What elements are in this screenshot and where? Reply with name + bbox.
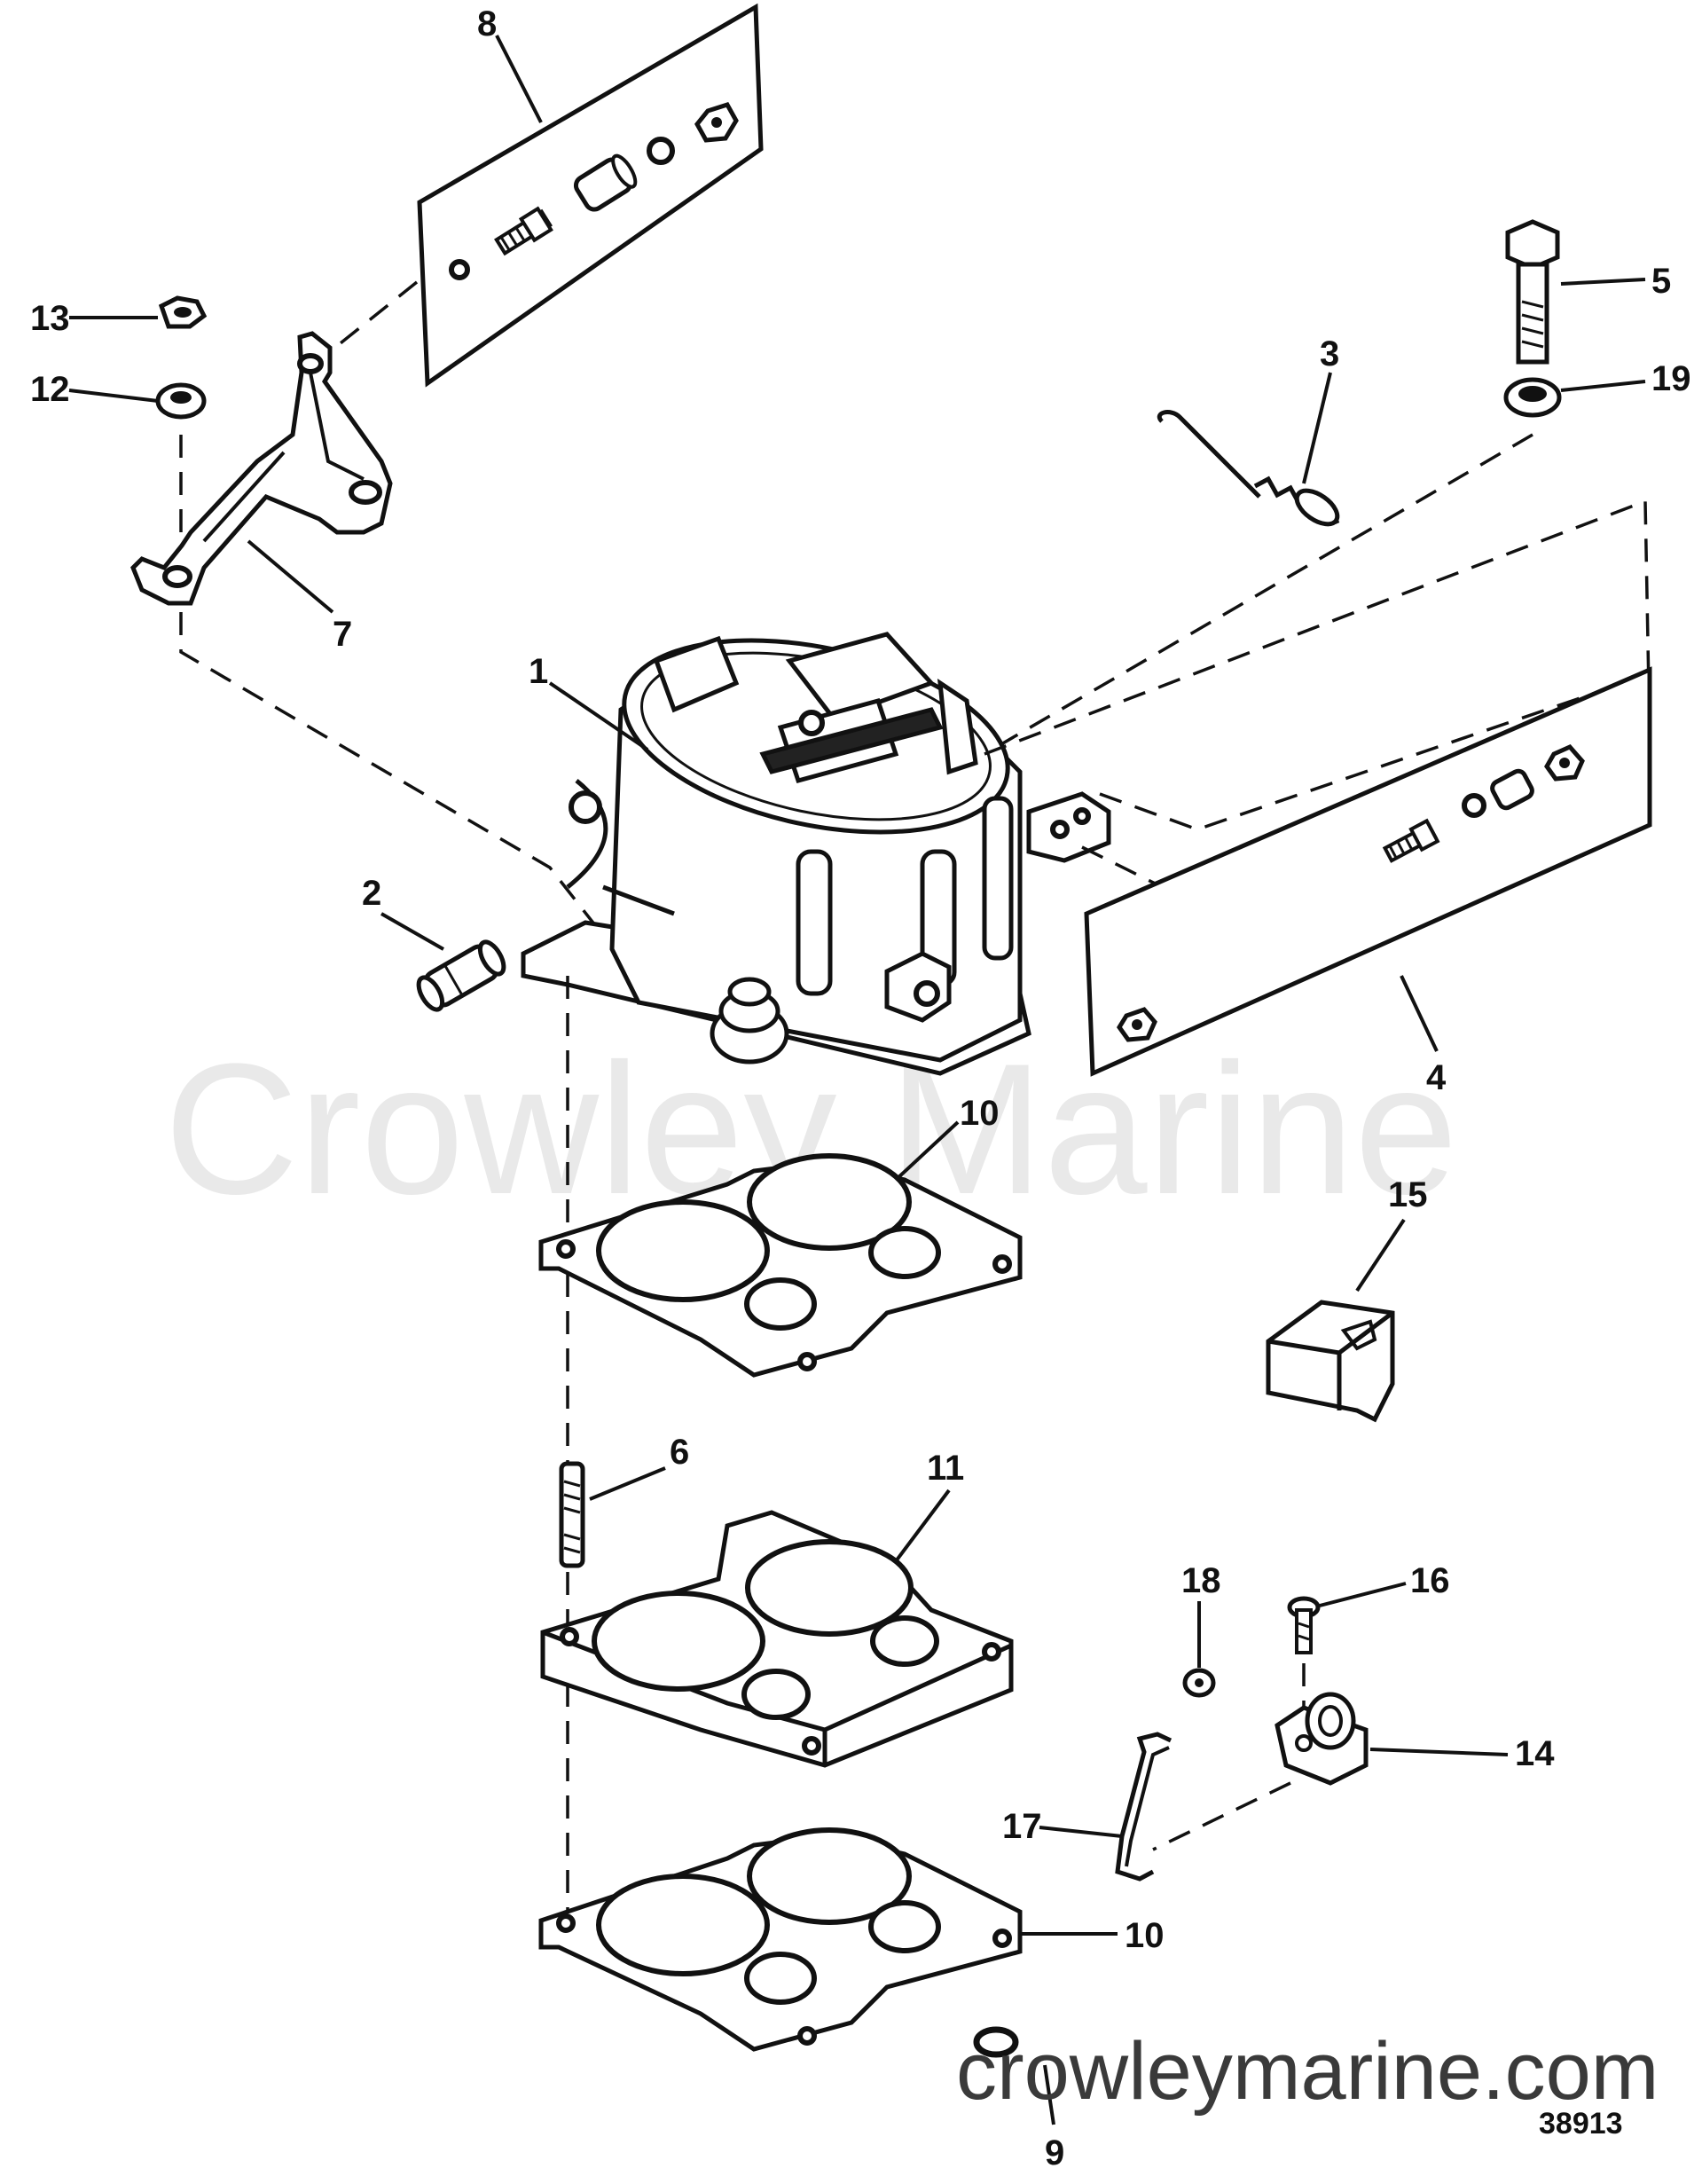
callout-8: 8 <box>477 4 497 43</box>
callout-10-upper: 10 <box>960 1094 1000 1133</box>
figure-number: 38913 <box>1539 2107 1623 2141</box>
callout-2: 2 <box>362 874 381 913</box>
nut-13 <box>158 295 208 329</box>
gasket-10-upper <box>538 1153 1023 1378</box>
screw-16 <box>1287 1596 1321 1654</box>
callout-19: 19 <box>1651 359 1691 398</box>
callout-1: 1 <box>529 652 548 691</box>
callout-10-lower: 10 <box>1125 1916 1165 1955</box>
callout-5: 5 <box>1651 262 1671 301</box>
callout-4: 4 <box>1426 1058 1447 1097</box>
callout-12: 12 <box>30 370 70 409</box>
callout-11: 11 <box>927 1449 964 1488</box>
callout-15: 15 <box>1388 1175 1428 1214</box>
rod-17 <box>1115 1732 1173 1882</box>
clip-14 <box>1275 1692 1369 1786</box>
website-watermark: crowleymarine.com <box>956 2026 1659 2117</box>
gasket-10-lower <box>538 1827 1023 2052</box>
washer-19 <box>1503 377 1562 418</box>
callout-6: 6 <box>670 1433 689 1472</box>
callout-18: 18 <box>1181 1561 1221 1600</box>
callout-7: 7 <box>333 615 352 654</box>
carburetor-1 <box>521 632 1111 1076</box>
spacer-11 <box>540 1510 1014 1768</box>
oring-9 <box>973 2026 1019 2058</box>
callout-9: 9 <box>1045 2133 1064 2172</box>
kit-panel-8 <box>417 3 764 388</box>
bracket-7 <box>130 331 393 606</box>
bolt-5 <box>1505 219 1560 365</box>
callout-3: 3 <box>1320 334 1339 373</box>
callout-17: 17 <box>1002 1807 1042 1846</box>
callout-16: 16 <box>1410 1561 1450 1600</box>
washer-18 <box>1182 1668 1216 1698</box>
callout-13: 13 <box>30 299 70 338</box>
stud-6 <box>559 1461 585 1568</box>
callout-14: 14 <box>1515 1734 1555 1773</box>
cap-15 <box>1266 1300 1395 1423</box>
kit-panel-4 <box>1084 666 1652 1077</box>
spring-rod-3 <box>1157 410 1340 527</box>
sleeve-2 <box>416 939 506 1012</box>
washer-12 <box>155 382 207 420</box>
